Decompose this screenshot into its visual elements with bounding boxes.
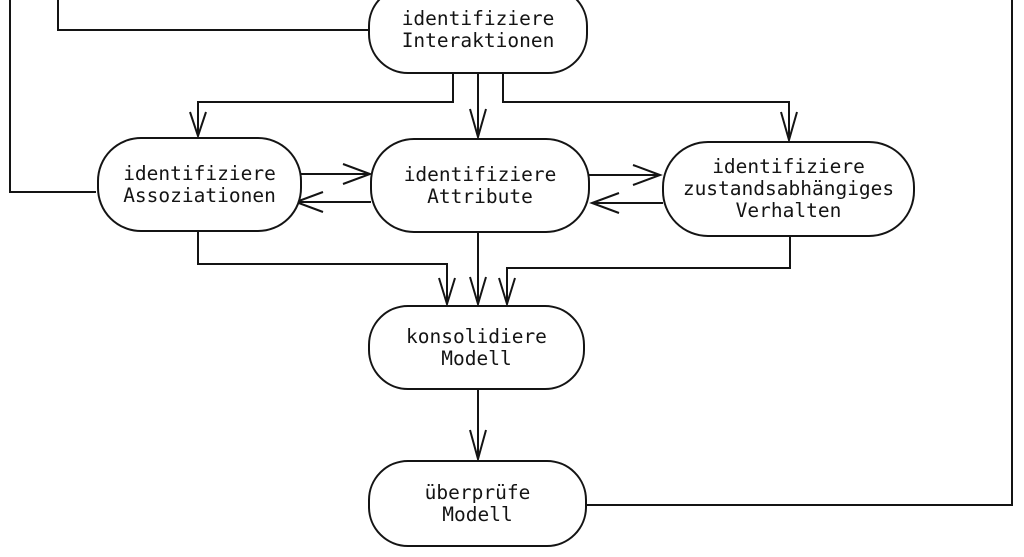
node-label-line: identifiziere [712, 155, 865, 178]
node-label-line: Attribute [427, 184, 533, 208]
node-identifiziere-zustandsabhaengiges-verhalten: identifiziere zustandsabhängiges Verhalt… [662, 141, 915, 237]
node-label-line: Assoziationen [123, 183, 276, 207]
node-label-line: identifiziere [401, 7, 555, 30]
edge-attribute-to-konsolidiere [469, 231, 487, 308]
edge-konsolidiere-to-ueberpruefe [469, 388, 487, 463]
node-label-line: identifiziere [403, 162, 557, 186]
edge-assoziationen-to-attribute [299, 163, 373, 185]
node-label-line: Interaktionen [401, 29, 555, 52]
node-label-line: zustandsabhängiges [682, 177, 895, 200]
node-label-line: Verhalten [735, 199, 842, 222]
edge-offscreen-to-interaktionen [57, 0, 370, 31]
edge-ueberpruefe-to-offscreen [585, 0, 1013, 506]
edge-interaktionen-to-verhalten [502, 70, 798, 144]
edge-assoziationen-to-konsolidiere [197, 230, 456, 308]
node-label-line: Modell [441, 346, 512, 370]
edge-verhalten-to-attribute [589, 192, 663, 214]
node-identifiziere-assoziationen: identifiziere Assoziationen [97, 137, 302, 232]
edge-verhalten-to-konsolidiere [498, 235, 791, 308]
node-ueberpruefe-modell: überprüfe Modell [368, 460, 587, 547]
node-identifiziere-attribute: identifiziere Attribute [370, 138, 590, 233]
edge-interaktionen-to-assoziationen [189, 70, 454, 140]
edge-attribute-to-assoziationen [293, 191, 371, 213]
node-konsolidiere-modell: konsolidiere Modell [368, 305, 585, 390]
edge-offscreen-to-assoziationen [9, 0, 96, 193]
node-identifiziere-interaktionen: identifiziere Interaktionen [368, 0, 588, 74]
edge-interaktionen-to-attribute [469, 70, 487, 141]
node-label-line: identifiziere [123, 161, 276, 185]
node-label-line: überprüfe [424, 480, 531, 504]
node-label-line: konsolidiere [406, 324, 547, 348]
edge-attribute-to-verhalten [588, 164, 663, 186]
node-label-line: Modell [442, 502, 513, 526]
